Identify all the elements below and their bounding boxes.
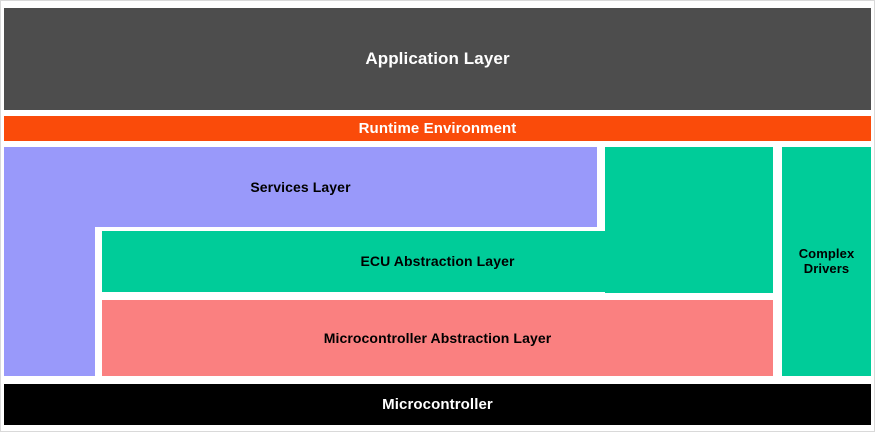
layer-services-left-column [4, 227, 95, 376]
layer-microcontroller-label: Microcontroller [382, 395, 493, 413]
layer-services-label: Services Layer [250, 178, 351, 195]
layer-application: Application Layer [4, 8, 871, 110]
layer-runtime-environment: Runtime Environment [4, 116, 871, 141]
layer-services: Services Layer [4, 147, 597, 227]
layer-complex-drivers-label-line2: Drivers [803, 260, 850, 276]
layer-ecu-abstraction: ECU Abstraction Layer [102, 231, 773, 292]
layer-ecu-abstraction-label: ECU Abstraction Layer [360, 253, 515, 270]
layer-runtime-environment-label: Runtime Environment [358, 119, 517, 137]
layer-microcontroller: Microcontroller [4, 384, 871, 425]
layer-microcontroller-abstraction-label: Microcontroller Abstraction Layer [323, 329, 552, 346]
layer-microcontroller-abstraction: Microcontroller Abstraction Layer [102, 300, 773, 376]
layer-application-label: Application Layer [365, 49, 510, 69]
layer-complex-drivers: Complex Drivers [782, 147, 871, 376]
layer-complex-drivers-label: Complex Drivers [782, 245, 871, 277]
layer-complex-drivers-label-line1: Complex [798, 245, 855, 261]
